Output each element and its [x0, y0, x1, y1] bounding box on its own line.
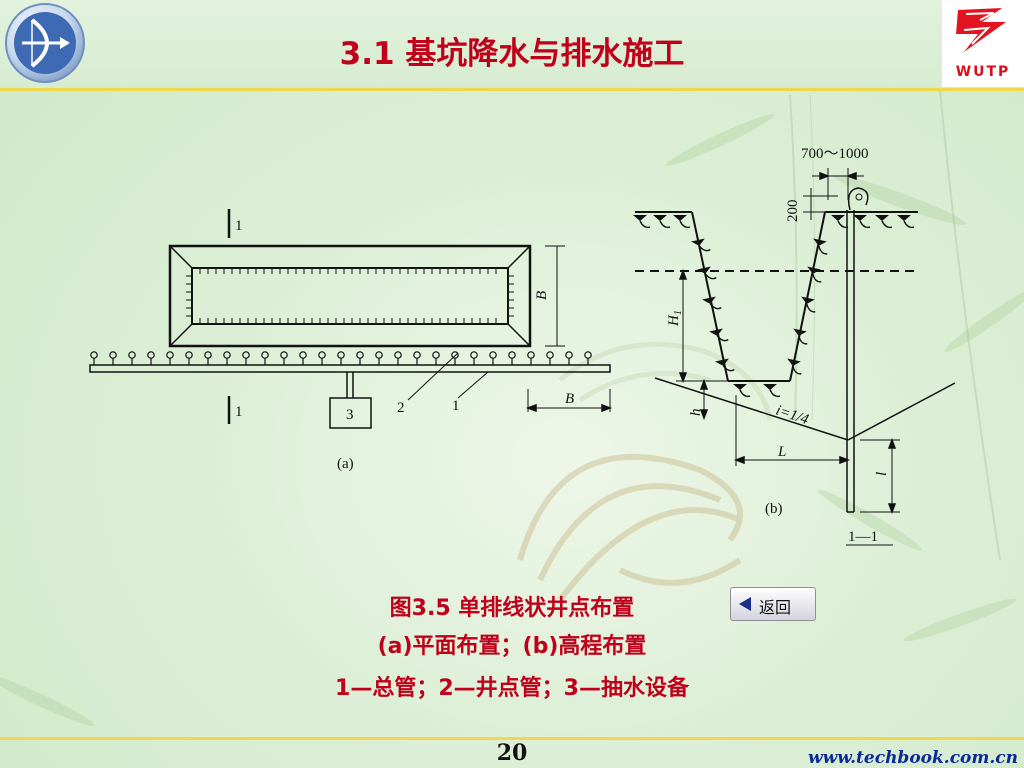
well-point-head: [223, 351, 231, 359]
pump-label: 3: [346, 407, 354, 423]
well-point-head: [318, 351, 326, 359]
dim-l-well: l: [874, 472, 890, 476]
well-point-diagram: 1 1 B B 2 1 3 (a): [89, 146, 956, 546]
caption-subtitle: (a)平面布置；(b)高程布置: [377, 634, 647, 659]
pit-bottom: [191, 267, 509, 325]
soil-mark: [697, 266, 717, 280]
soil-mark: [673, 215, 691, 229]
dim-b-horizontal: B: [565, 391, 574, 407]
well-point-head: [584, 351, 592, 359]
soil-mark: [733, 384, 751, 398]
dim-h1: H1: [666, 310, 684, 327]
soil-mark: [709, 328, 729, 342]
dim-b-vertical: B: [534, 291, 550, 300]
well-point-head: [546, 351, 554, 359]
well-point-head: [508, 351, 516, 359]
footer-divider: [0, 737, 1024, 740]
figure-b-label: (b): [765, 501, 783, 517]
well-point-head: [280, 351, 288, 359]
well-point-head: [432, 351, 440, 359]
bow-arrow-logo-icon: [5, 3, 85, 83]
soil-mark: [853, 215, 871, 229]
plan-view: [89, 209, 613, 429]
soil-mark: [793, 328, 808, 345]
well-point-head: [356, 351, 364, 359]
header-band: [0, 0, 1024, 88]
soil-mark: [787, 358, 802, 375]
header-divider: [0, 88, 1024, 91]
well-point-head: [394, 351, 402, 359]
well-point-head: [299, 351, 307, 359]
soil-mark: [813, 238, 828, 255]
soil-mark: [801, 296, 816, 313]
well-point-head: [166, 351, 174, 359]
dim-h: h: [688, 409, 704, 417]
soil-mark: [715, 358, 735, 372]
header-pipe: [89, 364, 611, 373]
soil-hatching: [633, 215, 915, 398]
soil-mark: [831, 215, 849, 229]
figure-a-label: (a): [337, 456, 354, 472]
well-point-head: [451, 351, 459, 359]
wutp-logo-icon: [956, 8, 1006, 52]
pit-outline: [168, 244, 532, 348]
well-point-head: [147, 351, 155, 359]
well-point-head: [375, 351, 383, 359]
callout-1: 1: [452, 398, 460, 414]
well-point-head: [128, 351, 136, 359]
well-point-head: [565, 351, 573, 359]
page-title: 3.1 基坑降水与排水施工: [339, 36, 685, 72]
soil-mark: [763, 384, 781, 398]
back-button-label: 返回: [759, 598, 792, 617]
soil-mark: [807, 266, 822, 283]
soil-mark: [653, 215, 671, 229]
soil-mark: [691, 238, 711, 252]
pump-box: [329, 397, 372, 429]
well-point-head: [470, 351, 478, 359]
section-label: 1—1: [848, 529, 878, 545]
slope-label: i=1/4: [774, 403, 811, 429]
dim-700-1000: 700～1000: [801, 146, 869, 162]
section-mark-bottom: 1: [235, 404, 243, 420]
dim-l-length: L: [777, 444, 786, 460]
dim-200: 200: [785, 200, 801, 223]
well-point-head: [261, 351, 269, 359]
site-url-link[interactable]: www.techbook.com.cn: [807, 748, 1018, 768]
section-mark-top: 1: [235, 218, 243, 234]
well-point-head: [242, 351, 250, 359]
well-point-head: [204, 351, 212, 359]
well-point-head: [337, 351, 345, 359]
soil-mark: [702, 296, 722, 310]
wutp-logo: WUTP: [942, 0, 1024, 87]
page-number: 20: [496, 740, 528, 766]
well-point-head: [527, 351, 535, 359]
soil-mark: [633, 215, 651, 229]
back-button[interactable]: 返回: [730, 587, 816, 621]
wutp-logo-text: WUTP: [955, 64, 1011, 80]
caption-legend: 1—总管；2—井点管；3—抽水设备: [335, 676, 689, 701]
back-arrow-icon: [739, 597, 751, 611]
well-point-head: [413, 351, 421, 359]
soil-mark: [875, 215, 893, 229]
well-point-head: [109, 351, 117, 359]
soil-mark: [897, 215, 915, 229]
caption-title: 图3.5 单排线状井点布置: [389, 596, 635, 621]
well-point-head: [90, 351, 98, 359]
callout-2: 2: [397, 400, 405, 416]
well-point-head: [489, 351, 497, 359]
well-point-head: [185, 351, 193, 359]
